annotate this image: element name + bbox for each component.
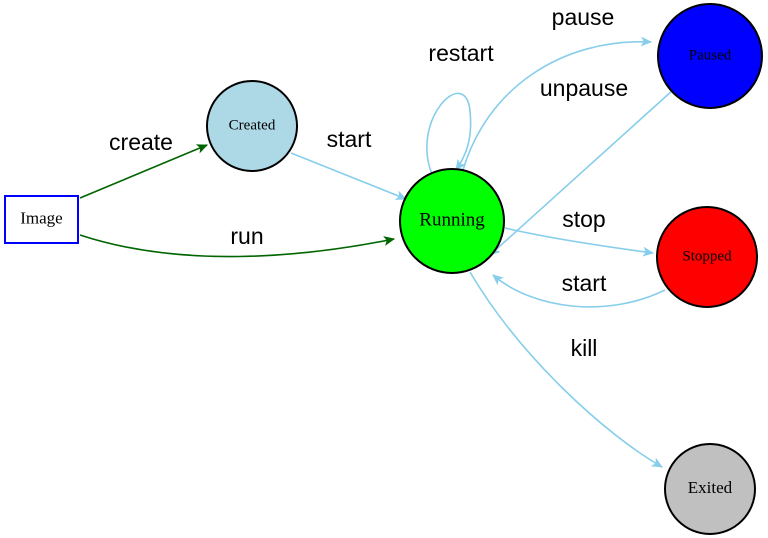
edge-label-unpause: unpause [540, 75, 628, 101]
node-label-stopped: Stopped [682, 248, 732, 264]
edge-unpause[interactable] [489, 89, 674, 256]
edge-label-start-created: start [327, 126, 372, 152]
node-image[interactable]: Image [4, 195, 79, 244]
edge-start-stopped[interactable] [492, 274, 666, 308]
edge-label-kill: kill [571, 335, 598, 361]
edge-restart[interactable] [426, 92, 472, 175]
node-label-created: Created [229, 117, 276, 133]
node-shape-exited[interactable] [664, 443, 756, 535]
edge-stop[interactable] [504, 227, 655, 257]
node-shape-paused[interactable] [657, 3, 763, 109]
node-shape-stopped[interactable] [656, 206, 758, 308]
edge-label-start-stopped: start [562, 270, 607, 296]
edge-label-run: run [230, 223, 263, 249]
node-paused[interactable]: Paused [657, 3, 763, 109]
edge-pause[interactable] [462, 36, 653, 171]
node-label-image: Image [20, 208, 62, 227]
edge-label-create: create [109, 129, 173, 155]
edge-labels-layer: create run start pause unpause restart stop sta… [109, 4, 628, 361]
edge-label-restart: restart [428, 40, 494, 66]
edges-layer [79, 36, 674, 468]
node-label-exited: Exited [688, 478, 733, 497]
node-label-running: Running [419, 209, 485, 230]
node-running[interactable]: Running [399, 168, 505, 274]
node-created[interactable]: Created [206, 80, 298, 172]
node-exited[interactable]: Exited [664, 443, 756, 535]
edge-run[interactable] [79, 234, 396, 258]
edge-start-created[interactable] [290, 152, 408, 200]
edge-create[interactable] [79, 144, 209, 199]
node-label-paused: Paused [689, 47, 732, 63]
edge-label-stop: stop [562, 206, 605, 232]
edge-kill[interactable] [469, 271, 663, 468]
node-shape-image[interactable] [4, 195, 79, 244]
node-shape-running[interactable] [399, 168, 505, 274]
node-stopped[interactable]: Stopped [656, 206, 758, 308]
node-shape-created[interactable] [206, 80, 298, 172]
edge-label-pause: pause [552, 4, 615, 30]
